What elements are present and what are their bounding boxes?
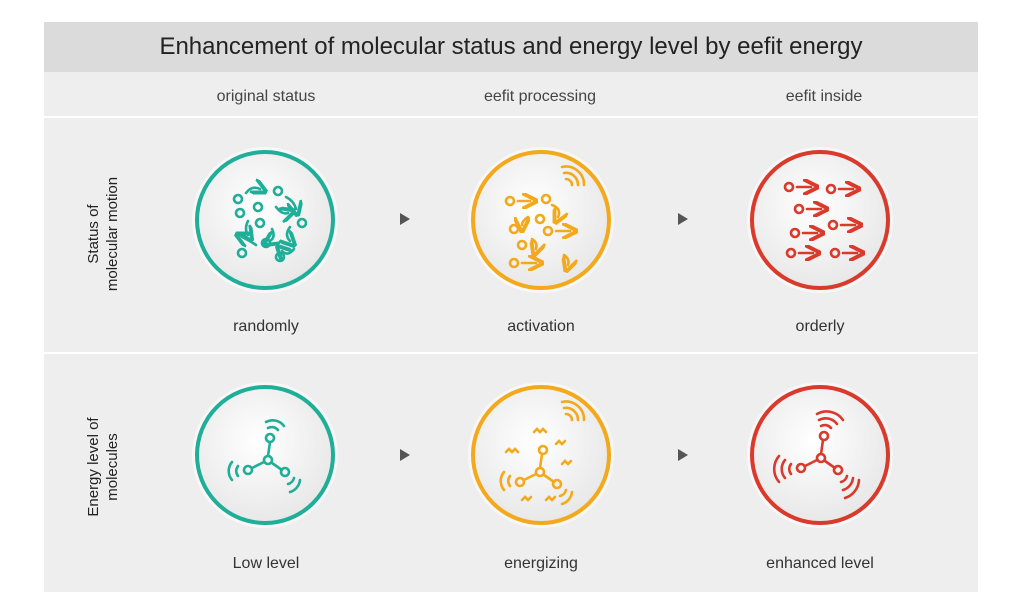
caption-enhanced-level: enhanced level [766,555,874,572]
divider [44,352,978,354]
caption-energizing: energizing [504,555,578,572]
molecule-motion-random [190,145,340,295]
flow-arrow [400,449,410,461]
molecule-energy-energizing [466,380,616,530]
column-header-eefit-inside: eefit inside [785,88,863,105]
caption-low-level: Low level [232,555,300,572]
row-label-line: Status of [85,204,102,264]
molecule-energy-low [190,380,340,530]
column-header-eefit-processing: eefit processing [483,88,597,105]
row-label-line: Energy level of [85,417,102,517]
row-label-line: molecular motion [104,176,121,292]
flow-arrow [678,213,688,225]
flow-arrow [678,449,688,461]
divider [44,116,978,118]
flow-arrow [400,213,410,225]
row-label-line: molecules [104,433,121,501]
molecule-motion-activation [466,145,616,295]
caption-activation: activation [507,318,575,335]
row-label-energy: Energy level of molecules [84,382,122,552]
caption-randomly: randomly [233,318,299,335]
molecule-energy-enhanced [745,380,895,530]
column-header-original-status: original status [216,88,316,105]
diagram-title: Enhancement of molecular status and ener… [44,22,978,72]
molecule-motion-orderly [745,145,895,295]
row-label-motion: Status of molecular motion [84,149,122,319]
caption-orderly: orderly [795,318,845,335]
